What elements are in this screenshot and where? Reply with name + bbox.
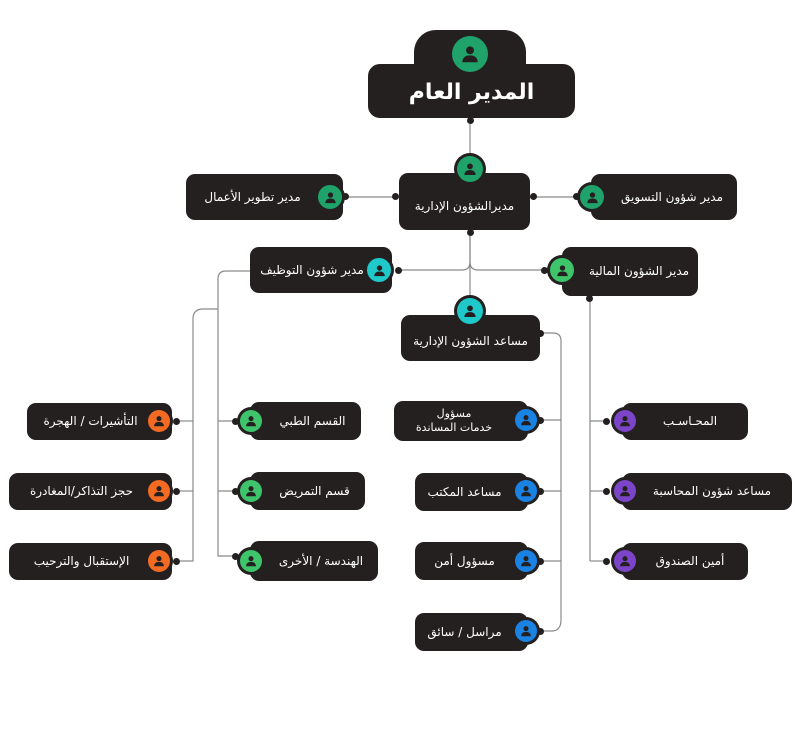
connector-dot xyxy=(232,488,239,495)
medical-node[interactable]: القسم الطبي xyxy=(250,402,361,440)
security-label: مسؤول أمن xyxy=(434,553,495,568)
person-icon xyxy=(614,550,636,572)
connector-dot xyxy=(537,628,544,635)
nursing-label: قسم التمريض xyxy=(279,483,350,498)
finance-manager-label: مدير الشؤون المالية xyxy=(588,264,690,278)
connector-dot xyxy=(342,193,349,200)
connector-dot xyxy=(537,488,544,495)
medical-label: القسم الطبي xyxy=(279,413,346,428)
connector-dot xyxy=(173,418,180,425)
connector-dot xyxy=(173,558,180,565)
support-services-label-line1: مسؤول xyxy=(436,407,472,421)
tickets-node[interactable]: حجز التذاكر/المغادرة xyxy=(9,473,172,510)
person-icon xyxy=(148,550,170,572)
person-icon xyxy=(550,258,574,282)
connector-dot xyxy=(173,488,180,495)
person-icon xyxy=(515,620,537,642)
engineering-label: الهندسة / الأخرى xyxy=(278,553,364,568)
treasurer-node[interactable]: أمين الصندوق xyxy=(622,543,748,580)
person-icon xyxy=(367,258,391,282)
treasurer-label: أمين الصندوق xyxy=(655,554,725,568)
marketing-manager-label: مدير شؤون التسويق xyxy=(620,189,724,204)
visas-node[interactable]: التأشيرات / الهجرة xyxy=(27,403,172,440)
connector-dot xyxy=(541,267,548,274)
connector-dot xyxy=(467,229,474,236)
security-node[interactable]: مسؤول أمن xyxy=(415,542,528,580)
connector-dot xyxy=(603,418,610,425)
person-icon xyxy=(515,550,537,572)
connector-dot xyxy=(232,418,239,425)
tickets-label: حجز التذاكر/المغادرة xyxy=(29,484,134,498)
office-assistant-label: مساعد المكتب xyxy=(427,484,502,499)
person-icon xyxy=(148,410,170,432)
connector-dot xyxy=(603,488,610,495)
connector-dot xyxy=(537,417,544,424)
connector-dot xyxy=(603,558,610,565)
connector-dot xyxy=(573,193,580,200)
business-dev-manager-node[interactable]: مدير تطوير الأعمال xyxy=(186,174,343,220)
accounting-assistant-node[interactable]: مساعد شؤون المحاسبة xyxy=(622,473,792,510)
person-icon xyxy=(240,480,262,502)
finance-manager-node[interactable]: مدير الشؤون المالية xyxy=(562,247,698,296)
general-manager-label: المدير العام xyxy=(408,80,535,106)
person-icon xyxy=(614,410,636,432)
support-services-node[interactable]: مسؤول خدمات المساندة xyxy=(394,401,528,441)
connector-dot xyxy=(537,558,544,565)
admin-assistant-node[interactable]: مساعد الشؤون الإدارية xyxy=(401,315,540,361)
business-dev-manager-label: مدير تطوير الأعمال xyxy=(204,189,301,204)
connector-dot xyxy=(395,267,402,274)
connector-dot xyxy=(392,193,399,200)
connector-dot xyxy=(530,193,537,200)
admin-manager-node[interactable]: مديرالشؤون الإدارية xyxy=(399,173,530,230)
connector-dot xyxy=(232,553,239,560)
person-icon xyxy=(614,480,636,502)
connector-dot xyxy=(467,117,474,124)
connector-dot xyxy=(586,295,593,302)
person-icon xyxy=(515,409,537,431)
reception-label: الإستقبال والترحيب xyxy=(33,554,130,568)
marketing-manager-node[interactable]: مدير شؤون التسويق xyxy=(591,174,737,220)
person-icon xyxy=(318,185,342,209)
connector-dot xyxy=(537,330,544,337)
accountant-node[interactable]: المحـاسـب xyxy=(622,403,748,440)
person-icon xyxy=(515,480,537,502)
office-assistant-node[interactable]: مساعد المكتب xyxy=(415,473,528,511)
accountant-label: المحـاسـب xyxy=(662,414,718,428)
accounting-assistant-label: مساعد شؤون المحاسبة xyxy=(652,484,772,498)
nursing-node[interactable]: قسم التمريض xyxy=(250,472,365,510)
person-icon xyxy=(457,298,483,324)
person-icon xyxy=(580,185,604,209)
support-services-label-line2: خدمات المساندة xyxy=(415,421,493,434)
person-icon xyxy=(240,410,262,432)
person-icon xyxy=(240,550,262,572)
courier-node[interactable]: مراسل / سائق xyxy=(415,613,528,651)
hr-manager-label: مدير شؤون التوظيف xyxy=(260,262,364,277)
engineering-node[interactable]: الهندسة / الأخرى xyxy=(250,541,378,581)
person-icon xyxy=(457,156,483,182)
reception-node[interactable]: الإستقبال والترحيب xyxy=(9,543,172,580)
courier-label: مراسل / سائق xyxy=(427,624,502,639)
person-icon xyxy=(452,36,488,72)
person-icon xyxy=(148,480,170,502)
admin-manager-label: مديرالشؤون الإدارية xyxy=(414,199,515,213)
admin-assistant-label: مساعد الشؤون الإدارية xyxy=(413,333,528,348)
visas-label: التأشيرات / الهجرة xyxy=(43,414,138,428)
general-manager-node[interactable]: المدير العام xyxy=(368,64,575,118)
